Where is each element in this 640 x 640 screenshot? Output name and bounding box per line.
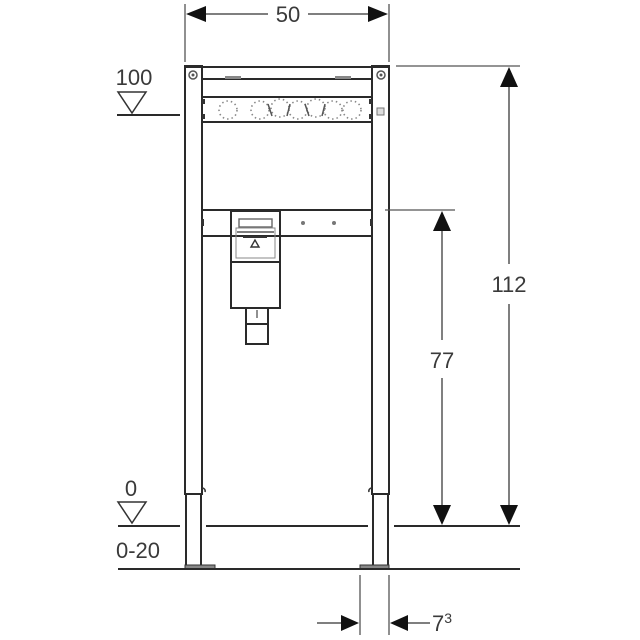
level-100-label: 100 [116, 65, 153, 90]
level-marker-0: 0 0-20 [116, 476, 160, 563]
level-triangle-icon [116, 501, 148, 525]
frame-structure [184, 65, 390, 570]
arrow-left-icon [390, 615, 408, 631]
adjust-range-label: 0-20 [116, 538, 160, 563]
height-outlet-label: 77 [430, 348, 454, 373]
bolt-icon [188, 70, 198, 80]
foot-width-label: 73 [432, 610, 452, 636]
bolt-icon [376, 70, 386, 80]
level-marker-100: 100 [116, 65, 180, 116]
floor-lines [118, 525, 520, 570]
foot-width-dimension: 73 [317, 575, 452, 636]
level-0-label: 0 [125, 476, 137, 501]
adjustable-feet [184, 487, 390, 570]
drain-fitting [230, 210, 281, 345]
arrow-right-icon [368, 6, 388, 22]
arrow-up-icon [433, 211, 451, 231]
height-total-label: 112 [491, 272, 526, 297]
arrow-left-icon [186, 6, 206, 22]
middle-crossbar [201, 209, 373, 237]
mounting-plate [202, 96, 385, 123]
label-tag-icon [376, 107, 385, 116]
warning-triangle-icon [249, 238, 261, 248]
width-dimension: 50 [184, 2, 390, 62]
height-total-dimension: 112 [396, 65, 527, 525]
height-outlet-dimension: 77 [385, 209, 455, 525]
arrow-up-icon [500, 67, 518, 87]
arrow-down-icon [433, 505, 451, 525]
width-label: 50 [276, 2, 300, 27]
arrow-down-icon [500, 505, 518, 525]
level-triangle-icon [116, 91, 148, 115]
arrow-right-icon [341, 615, 359, 631]
